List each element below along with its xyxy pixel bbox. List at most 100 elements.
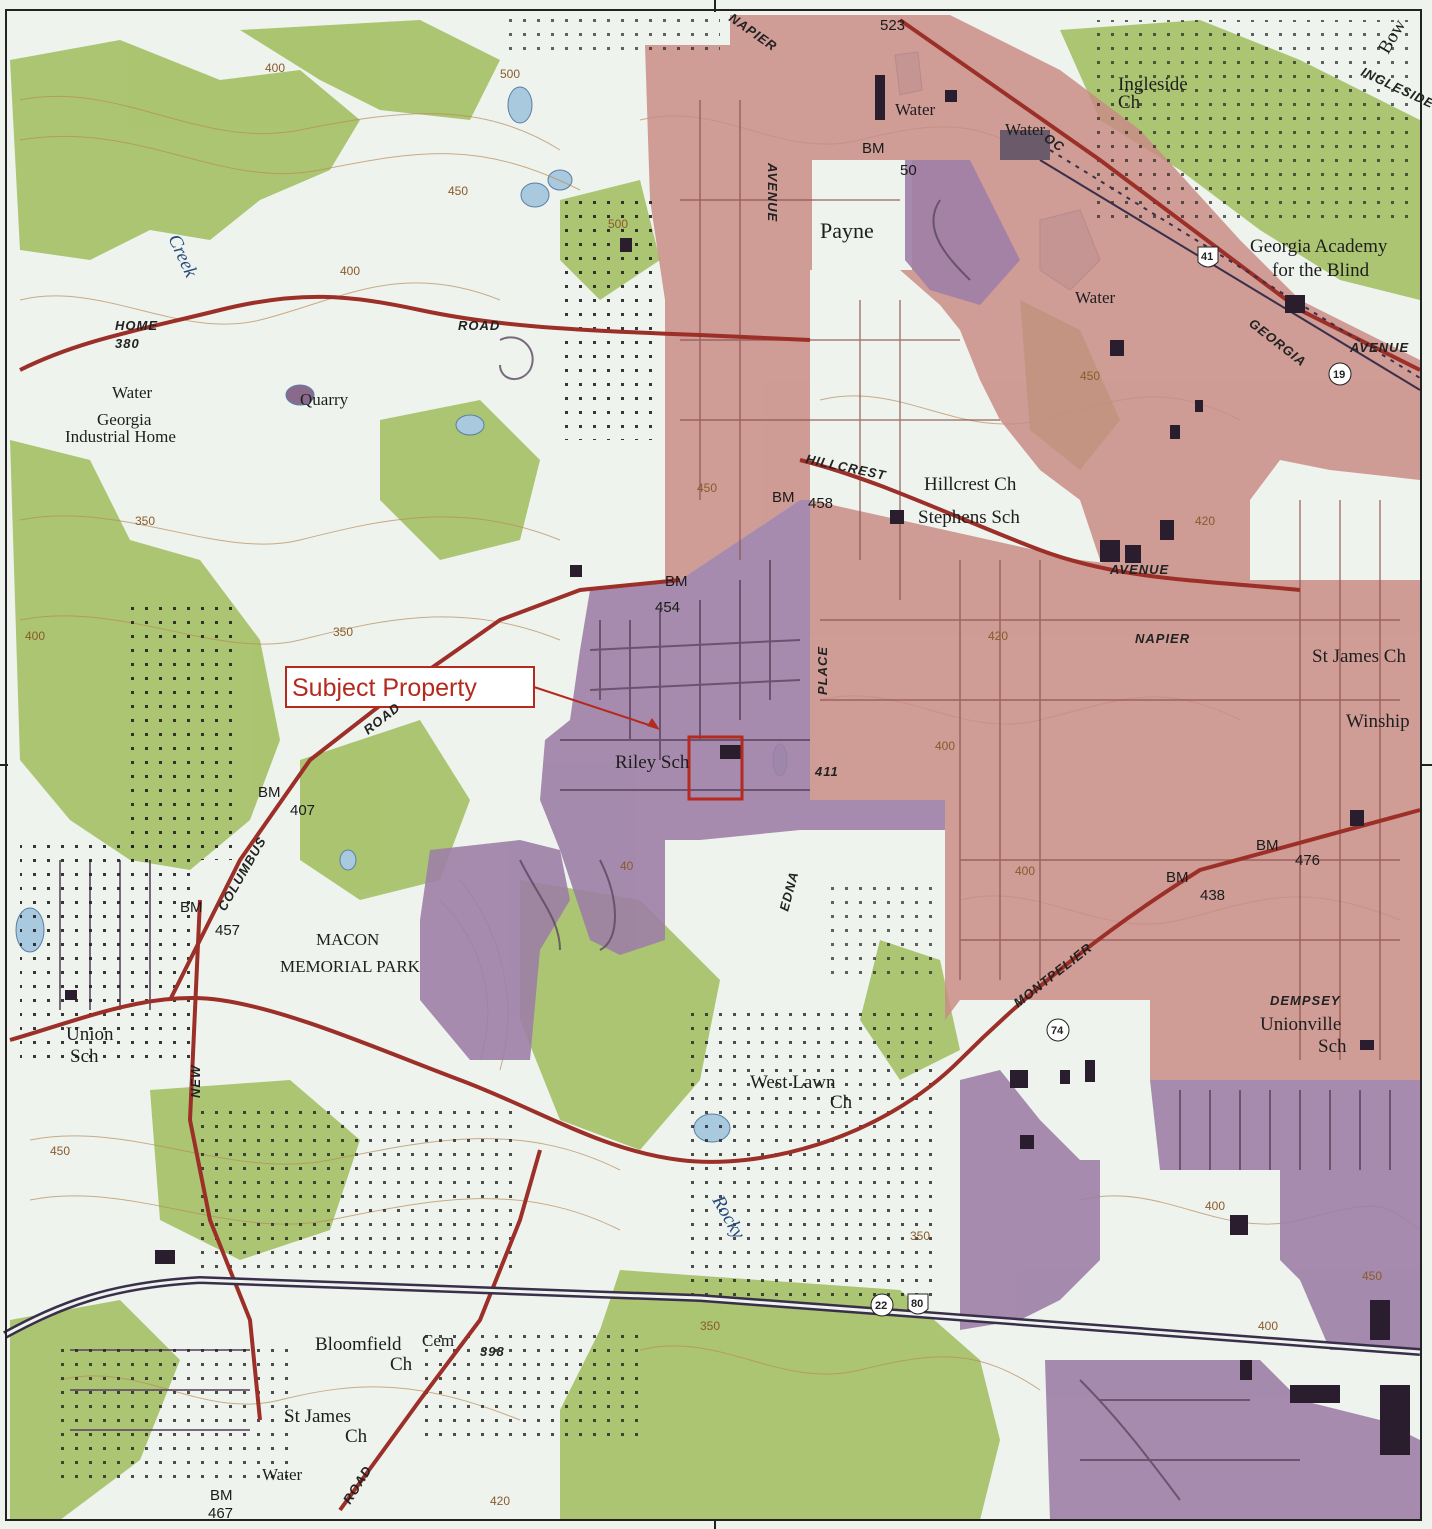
label-water-sw: Water <box>262 1465 302 1484</box>
label-st-james-sw: St James <box>284 1406 351 1427</box>
subject-property-callout[interactable]: Subject Property <box>285 666 660 730</box>
svg-text:350: 350 <box>333 625 353 639</box>
building-blocks <box>65 75 1410 1455</box>
red-street-grid <box>680 100 1400 1060</box>
georgia-avenue <box>898 18 1421 372</box>
label-hillcrest-ch: Hillcrest Ch <box>924 474 1017 495</box>
ga19-shield: 19 <box>1328 362 1352 386</box>
svg-text:420: 420 <box>1195 514 1215 528</box>
callout-box <box>285 666 535 708</box>
elev-467: 467 <box>208 1505 233 1522</box>
building-dots <box>20 10 1410 1480</box>
bm-467: BM <box>210 1487 233 1504</box>
label-industrial-home: Industrial Home <box>65 427 176 446</box>
label-water-n2: Water <box>1005 120 1045 139</box>
callout-leader <box>533 686 656 728</box>
elev-438: 438 <box>1200 887 1225 904</box>
route-shields: 41 19 74 22 80 <box>870 246 1352 1317</box>
label-for-the-blind: for the Blind <box>1272 260 1370 281</box>
montpelier-road <box>9 808 1421 1164</box>
svg-text:400: 400 <box>1205 1199 1225 1213</box>
benchmark-labels: 523 BM 50 380 BM 458 BM 454 411 BM 407 B… <box>115 17 1320 1522</box>
label-cem: Cem <box>422 1331 454 1350</box>
svg-text:74: 74 <box>1051 1025 1064 1037</box>
svg-text:400: 400 <box>935 739 955 753</box>
bm-438: BM <box>1166 869 1189 886</box>
railroad <box>1039 149 1421 391</box>
svg-text:41: 41 <box>1201 251 1213 263</box>
label-bloomfield-ch: Ch <box>390 1354 413 1375</box>
label-quarry: Quarry <box>300 390 349 409</box>
label-water-n1: Water <box>895 100 935 119</box>
hillcrest-avenue <box>799 458 1301 592</box>
elev-411: 411 <box>814 764 839 779</box>
road-dempsey: DEMPSEY <box>1270 993 1341 1008</box>
elev-523: 523 <box>880 17 905 34</box>
label-unionville: Unionville <box>1260 1014 1341 1035</box>
label-ingleside: Ingleside <box>1118 74 1188 95</box>
elev-398: 398 <box>480 1344 505 1359</box>
label-ingleside-ch: Ch <box>1118 92 1141 113</box>
road-new: NEW <box>188 1064 203 1098</box>
label-winship: Winship <box>1346 711 1410 732</box>
southwest-road <box>338 1149 542 1512</box>
label-west-lawn-ch: Ch <box>830 1092 853 1113</box>
label-georgia-academy: Georgia Academy <box>1250 236 1388 257</box>
road-place: PLACE <box>815 646 830 695</box>
bm-454: BM <box>665 573 688 590</box>
callout-label: Subject Property <box>292 674 477 702</box>
svg-text:450: 450 <box>50 1144 70 1158</box>
label-union: Union <box>66 1024 114 1045</box>
svg-text:450: 450 <box>1080 369 1100 383</box>
svg-text:19: 19 <box>1333 369 1345 381</box>
label-st-james-sw-ch: Ch <box>345 1426 368 1447</box>
elev-407: 407 <box>290 802 315 819</box>
label-union-sch: Sch <box>70 1046 99 1067</box>
label-water-w: Water <box>112 383 152 402</box>
new-road <box>187 899 262 1421</box>
interstate-highway <box>3 1275 1421 1356</box>
label-water-ne: Water <box>1075 288 1115 307</box>
svg-text:420: 420 <box>988 629 1008 643</box>
svg-text:350: 350 <box>910 1229 930 1243</box>
label-riley-sch: Riley Sch <box>615 752 690 773</box>
bm-407: BM <box>258 784 281 801</box>
label-stephens-sch: Stephens Sch <box>918 507 1020 528</box>
road-avenue-north: AVENUE <box>765 162 780 222</box>
bm-hillcrest: BM <box>772 489 795 506</box>
bm-476: BM <box>1256 837 1279 854</box>
road-home: HOME <box>115 318 158 333</box>
road-road-west: ROAD <box>458 318 500 333</box>
place-labels: Ingleside Ch Water Water Payne Georgia A… <box>65 74 1410 1484</box>
urban-area-red <box>645 15 1420 1080</box>
svg-text:400: 400 <box>25 629 45 643</box>
svg-text:450: 450 <box>697 481 717 495</box>
svg-text:450: 450 <box>448 184 468 198</box>
us41-shield: 41 <box>1197 246 1219 268</box>
svg-text:22: 22 <box>875 1300 887 1312</box>
svg-text:80: 80 <box>911 1298 923 1310</box>
elev-380: 380 <box>115 336 140 351</box>
svg-text:400: 400 <box>1258 1319 1278 1333</box>
svg-text:350: 350 <box>700 1319 720 1333</box>
ga74-shield: 74 <box>1046 1018 1070 1042</box>
major-roads <box>9 18 1421 1512</box>
label-unionville-sch: Sch <box>1318 1036 1347 1057</box>
elev-457: 457 <box>215 922 240 939</box>
label-macon: MACON <box>316 930 379 949</box>
svg-text:400: 400 <box>340 264 360 278</box>
road-avenue-ne: AVENUE <box>1349 340 1409 355</box>
ga22-shield: 22 <box>870 1293 894 1317</box>
elev-476: 476 <box>1295 852 1320 869</box>
road-avenue-mid: AVENUE <box>1109 562 1169 577</box>
bm-457: BM <box>180 899 203 916</box>
elev-454: 454 <box>655 599 680 616</box>
label-st-james-ch-e: St James Ch <box>1312 646 1406 667</box>
label-bloomfield: Bloomfield <box>315 1334 402 1355</box>
callout-arrowhead <box>647 718 660 730</box>
label-payne: Payne <box>820 218 874 243</box>
subject-property-box[interactable] <box>687 735 744 801</box>
svg-text:420: 420 <box>490 1494 510 1508</box>
